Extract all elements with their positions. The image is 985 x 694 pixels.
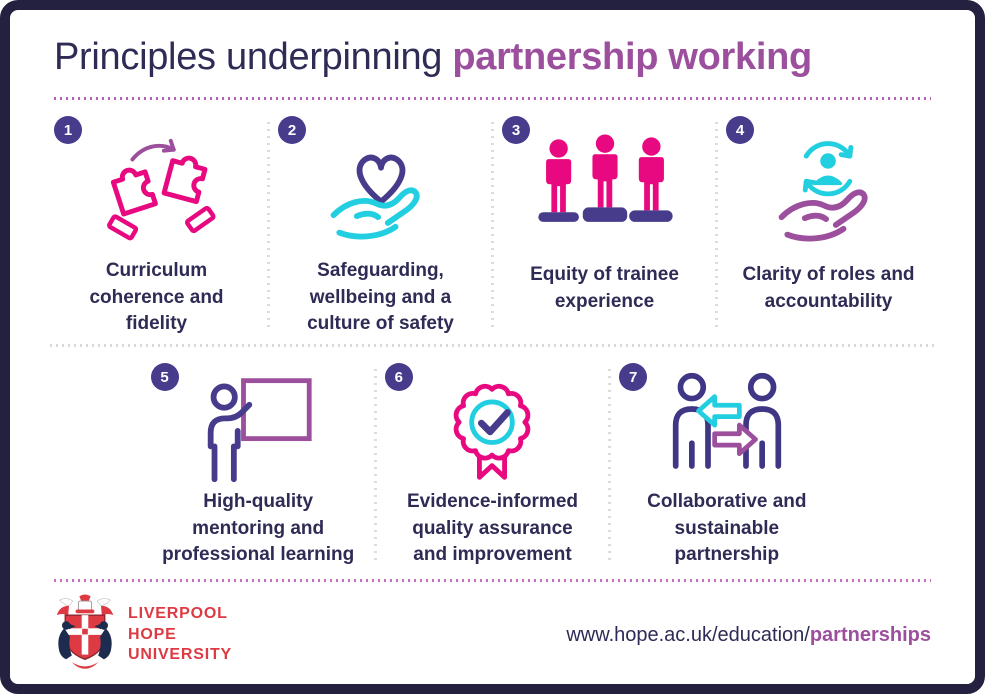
title-accent: partnership working [452,36,812,78]
principle-6: 6 Evidence-informed quality assurance an… [377,361,608,569]
divider-between-rows [50,344,935,347]
logo-line-3: UNIVERSITY [128,646,233,664]
equity-figures-icon [494,114,715,260]
footer: LIVERPOOL HOPE UNIVERSITY www.hope.ac.uk… [10,592,975,678]
rosette-check-icon [377,361,608,487]
principle-4-label: Clarity of roles and accountability [742,264,915,312]
university-logo: LIVERPOOL HOPE UNIVERSITY [54,593,232,677]
puzzle-hands-icon [46,114,267,256]
principle-7-label: Collaborative and sustainable partnershi… [647,491,807,566]
principle-3: 3 [494,114,715,338]
principle-5: 5 High-quality mentoring and professiona… [143,361,374,569]
divider-under-title [54,97,931,100]
page-title: Principles underpinning partnership work… [54,36,931,79]
divider [715,122,718,330]
title-regular: Principles underpinning [54,36,453,78]
principle-5-label: High-quality mentoring and professional … [162,491,355,566]
principle-7-number-badge: 7 [619,363,648,391]
url-accent: partnerships [809,623,931,646]
university-name: LIVERPOOL HOPE UNIVERSITY [128,604,232,666]
principle-6-number-badge: 6 [384,363,413,391]
principle-3-label: Equity of trainee experience [530,264,679,312]
principle-7: 7 Collaborative and sustainable partners [611,361,842,569]
logo-line-1: LIVERPOOL [128,604,228,622]
principle-2-number-badge: 2 [278,116,306,144]
principle-1: 1 [46,114,267,338]
principle-3-number-badge: 3 [502,116,530,144]
principles-row-2: 5 High-quality mentoring and professiona… [143,361,843,569]
principle-4-number-badge: 4 [726,116,754,144]
website-url: www.hope.ac.uk/education/partnerships [566,624,931,647]
heart-in-hand-icon [270,114,491,256]
divider-above-footer [54,579,931,582]
logo-line-2: HOPE [128,625,177,643]
divider [608,369,612,561]
principle-1-number-badge: 1 [54,116,82,144]
url-prefix: www.hope.ac.uk/education/ [566,623,810,646]
principles-row-1: 1 [46,114,939,338]
principle-2: 2 Safeguarding, wellbeing and a culture … [270,114,491,338]
divider [267,122,270,330]
principle-4: 4 [718,114,939,338]
principle-6-label: Evidence-informed quality assurance and … [406,491,578,566]
university-crest-icon [54,593,116,677]
person-in-hand-icon [718,114,939,260]
principle-2-label: Safeguarding, wellbeing and a culture of… [307,260,454,335]
divider [373,369,377,561]
principle-1-label: Curriculum coherence and fidelity [89,260,224,335]
divider [491,122,494,330]
presenter-board-icon [143,361,374,487]
principle-5-number-badge: 5 [150,363,179,391]
people-exchange-icon [611,361,842,487]
